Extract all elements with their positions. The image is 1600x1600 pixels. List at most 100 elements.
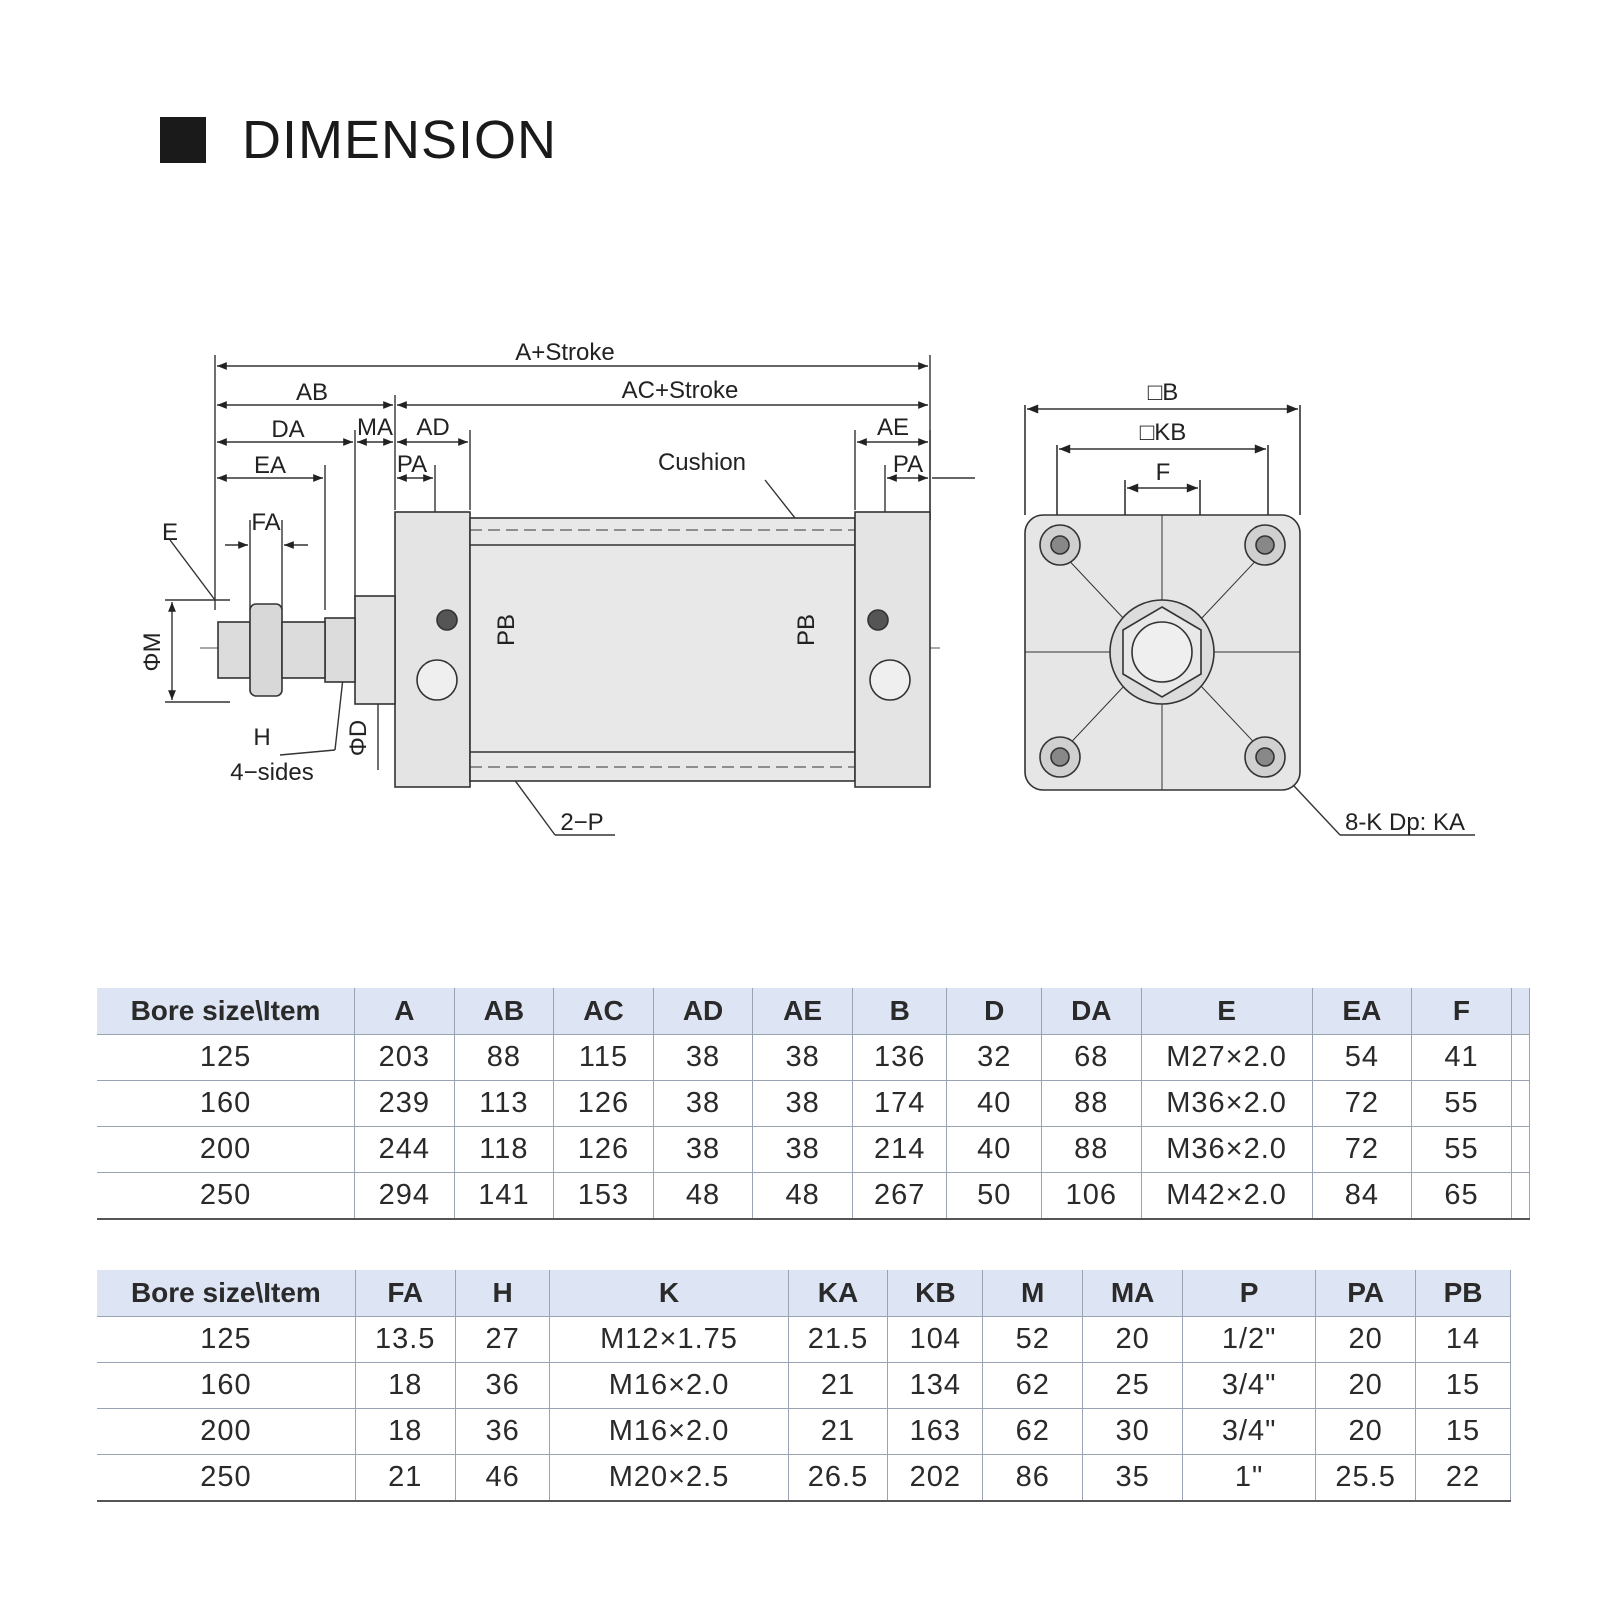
table-cell: 115 [553, 1034, 654, 1081]
table-cell-spacer [1511, 1126, 1531, 1173]
table-cell: 65 [1411, 1172, 1512, 1220]
table-cell: 113 [454, 1080, 555, 1127]
table-cell: 18 [355, 1408, 456, 1455]
table-cell: M42×2.0 [1141, 1172, 1313, 1220]
table-cell: 21.5 [788, 1316, 889, 1363]
header-cell: PA [1315, 1270, 1417, 1317]
label-pa-right: PA [893, 451, 923, 478]
table-cell: 35 [1082, 1454, 1184, 1502]
table-cell: 26.5 [788, 1454, 889, 1502]
table-cell: M27×2.0 [1141, 1034, 1313, 1081]
header-cell: A [354, 988, 455, 1035]
table-cell: 106 [1041, 1172, 1142, 1220]
table-cell: 21 [788, 1408, 889, 1455]
table-cell: 25 [1082, 1362, 1184, 1409]
header-cell: MA [1082, 1270, 1184, 1317]
label-fa: FA [251, 509, 280, 536]
table-cell: 14 [1415, 1316, 1511, 1363]
header-cell: PB [1415, 1270, 1511, 1317]
table-cell: 20 [1315, 1362, 1417, 1409]
table-cell: 88 [454, 1034, 555, 1081]
label-2-p: 2−P [560, 809, 603, 836]
table-cell: 239 [354, 1080, 455, 1127]
table-row: 200 18 36 M16×2.0 21 163 62 30 3/4" 20 1… [97, 1408, 1511, 1455]
table-cell: 55 [1411, 1080, 1512, 1127]
table-cell: M36×2.0 [1141, 1126, 1313, 1173]
label-phi-d: ΦD [345, 720, 372, 756]
label-4-sides: 4−sides [230, 759, 313, 786]
table-cell: 104 [887, 1316, 984, 1363]
table-cell: 18 [355, 1362, 456, 1409]
table-cell: M16×2.0 [549, 1408, 789, 1455]
label-cushion: Cushion [658, 449, 746, 476]
table-row: 125 203 88 115 38 38 136 32 68 M27×2.0 5… [97, 1034, 1531, 1081]
table-cell: 40 [946, 1126, 1042, 1173]
header-cell: Bore size\Item [97, 988, 356, 1035]
table-cell: 134 [887, 1362, 984, 1409]
table-cell-spacer [1511, 1172, 1531, 1220]
table-cell: 68 [1041, 1034, 1142, 1081]
table-cell: 38 [653, 1126, 754, 1173]
header-cell: AC [553, 988, 654, 1035]
label-a-stroke: A+Stroke [515, 339, 614, 366]
table-cell: 84 [1312, 1172, 1413, 1220]
label-pb-left: PB [493, 614, 520, 646]
table-row: 160 18 36 M16×2.0 21 134 62 25 3/4" 20 1… [97, 1362, 1511, 1409]
header-cell: KB [887, 1270, 984, 1317]
table-cell: 174 [852, 1080, 948, 1127]
table-cell: 38 [752, 1080, 853, 1127]
table-cell: 48 [752, 1172, 853, 1220]
table-cell: 62 [982, 1408, 1084, 1455]
section-header: DIMENSION [160, 105, 557, 175]
table-cell: 160 [97, 1362, 356, 1409]
table-cell: 30 [1082, 1408, 1184, 1455]
label-b: □B [1148, 379, 1179, 406]
label-ea: EA [254, 452, 286, 479]
page-title: DIMENSION [242, 110, 558, 170]
label-f: F [1156, 459, 1171, 486]
table-cell: 200 [97, 1408, 356, 1455]
table-cell: 125 [97, 1316, 356, 1363]
header-cell: DA [1041, 988, 1142, 1035]
table-cell-spacer [1511, 1080, 1531, 1127]
table-cell-spacer [1511, 1034, 1531, 1081]
table-cell: 126 [553, 1080, 654, 1127]
table-cell: 48 [653, 1172, 754, 1220]
label-ae: AE [877, 414, 909, 441]
header-cell: E [1141, 988, 1313, 1035]
table-cell: 1/2" [1182, 1316, 1317, 1363]
header-cell: AD [653, 988, 754, 1035]
label-ma: MA [357, 414, 393, 441]
table-cell: 250 [97, 1172, 356, 1220]
table-cell: 38 [653, 1080, 754, 1127]
table-cell: 153 [553, 1172, 654, 1220]
table-header-row: Bore size\Item FA H K KA KB M MA P PA PB [97, 1270, 1511, 1317]
table-cell: M12×1.75 [549, 1316, 789, 1363]
table-cell: M20×2.5 [549, 1454, 789, 1502]
label-ab: AB [296, 379, 328, 406]
table-cell: 13.5 [355, 1316, 456, 1363]
label-da: DA [271, 416, 304, 443]
header-cell: AB [454, 988, 555, 1035]
table-cell: 244 [354, 1126, 455, 1173]
table-cell: 62 [982, 1362, 1084, 1409]
header-cell-spacer [1511, 988, 1531, 1035]
header-cell: F [1411, 988, 1512, 1035]
label-phi-m: ΦM [139, 632, 166, 671]
table-cell: 54 [1312, 1034, 1413, 1081]
label-h: H [253, 724, 270, 751]
label-kb: □KB [1140, 419, 1187, 446]
label-pb-right: PB [793, 614, 820, 646]
table-row: 250 21 46 M20×2.5 26.5 202 86 35 1" 25.5… [97, 1454, 1511, 1502]
table-cell: 52 [982, 1316, 1084, 1363]
table-cell: 22 [1415, 1454, 1511, 1502]
header-cell: B [852, 988, 948, 1035]
header-cell: AE [752, 988, 853, 1035]
table-cell: 21 [788, 1362, 889, 1409]
table-cell: 50 [946, 1172, 1042, 1220]
label-pa-left: PA [397, 451, 427, 478]
header-cell: P [1182, 1270, 1317, 1317]
label-e: E [162, 519, 178, 546]
table-cell: 126 [553, 1126, 654, 1173]
header-cell: KA [788, 1270, 889, 1317]
